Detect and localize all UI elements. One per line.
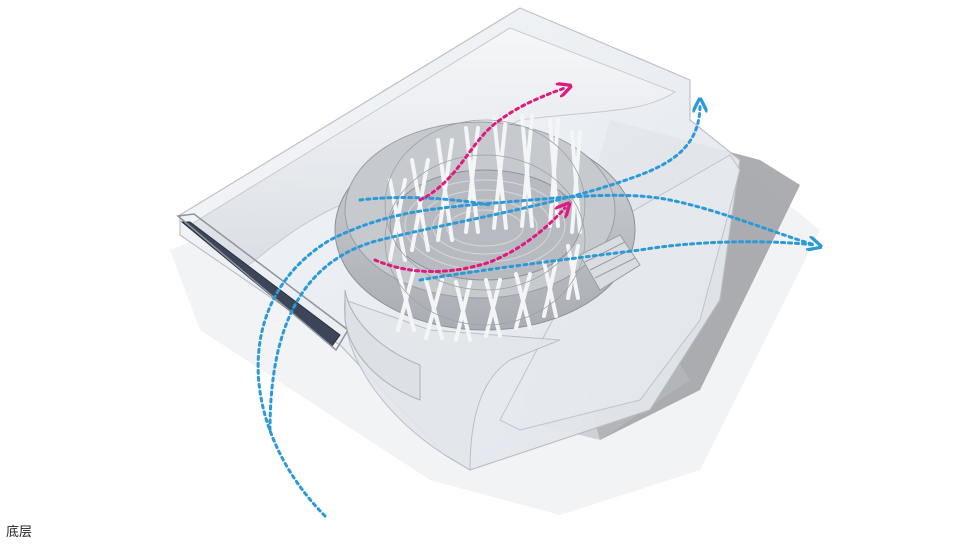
side-stairs bbox=[579, 234, 641, 291]
airflow-arrow-1 bbox=[256, 193, 815, 518]
circulation-arrows bbox=[373, 88, 565, 273]
shell-right-wall bbox=[499, 154, 741, 431]
airflow-arrow-4 bbox=[358, 196, 492, 207]
circulation-arrow-upper bbox=[418, 88, 565, 202]
drum-side-wall bbox=[344, 289, 421, 401]
lattice-screen bbox=[388, 114, 582, 342]
circulation-arrow-lower bbox=[373, 208, 565, 273]
airflow-arrow-3 bbox=[418, 240, 817, 282]
lattice-outline bbox=[384, 119, 586, 326]
front-curved-glass bbox=[344, 299, 561, 471]
airflow-arrows bbox=[256, 105, 817, 518]
airflow-arrow-2 bbox=[268, 105, 700, 432]
floor-caption: 底层 bbox=[6, 525, 33, 540]
